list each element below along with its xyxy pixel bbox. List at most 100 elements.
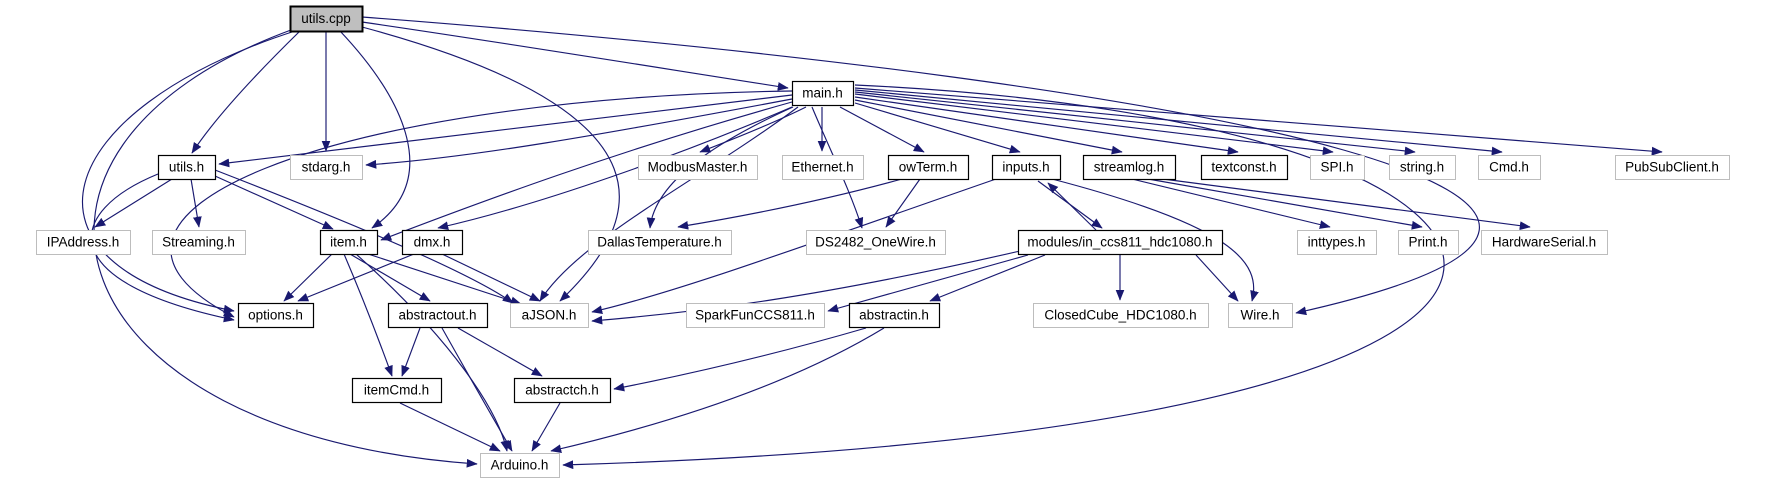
node-wire-h: Wire.h (1228, 303, 1293, 328)
node-box-streamlog-h[interactable] (1082, 154, 1177, 181)
edge-utils-cpp--ajson-h (361, 26, 620, 302)
edge-utils-cpp--wire-h (361, 16, 1480, 316)
node-box-inputs-h[interactable] (991, 154, 1062, 181)
node-abstractout-h[interactable]: abstractout.h (387, 302, 489, 329)
node-box-abstractin-h[interactable] (848, 302, 941, 329)
node-main-h[interactable]: main.h (791, 80, 855, 107)
node-arduino-h: Arduino.h (480, 453, 560, 478)
edge-utils-cpp--options-h (82, 30, 296, 314)
edge-utils-cpp--main-h (361, 21, 789, 91)
edge-utils-h--item-h (214, 175, 334, 230)
node-box-ethernet-h (782, 155, 864, 180)
node-streaming-h: Streaming.h (152, 230, 246, 255)
node-sparkfunccs811-h: SparkFunCCS811.h (686, 303, 825, 328)
edge-abstractout-h--itemcmd-h (401, 327, 421, 377)
node-label-closedcube-hdc1080-h: ClosedCube_HDC1080.h (1044, 308, 1196, 323)
node-box-ipaddress-h (36, 230, 131, 255)
edge-dmx-h--options-h (297, 253, 415, 302)
node-box-sparkfunccs811-h (686, 303, 825, 328)
node-utils-cpp: utils.cpp (289, 5, 364, 33)
node-box-wire-h (1228, 303, 1293, 328)
node-itemcmd-h[interactable]: itemCmd.h (351, 377, 443, 404)
node-label-owterm-h: owTerm.h (899, 160, 958, 175)
node-box-abstractch-h[interactable] (513, 377, 612, 404)
edge-main-h--textconst-h (854, 96, 1239, 155)
node-label-utils-h: utils.h (169, 160, 204, 175)
edge-main-h--cmd-h (854, 89, 1503, 156)
node-box-dmx-h[interactable] (401, 229, 464, 256)
node-streamlog-h[interactable]: streamlog.h (1082, 154, 1177, 181)
node-abstractin-h[interactable]: abstractin.h (848, 302, 941, 329)
node-box-spi-h (1310, 155, 1365, 180)
node-box-hardwareserial-h (1481, 230, 1608, 255)
node-label-arduino-h: Arduino.h (491, 458, 549, 473)
node-box-options-h[interactable] (237, 302, 315, 329)
node-box-closedcube-hdc1080-h (1033, 303, 1209, 328)
node-box-print-h (1398, 230, 1459, 255)
node-string-h: string.h (1389, 155, 1456, 180)
edge-utils-cpp--item-h (339, 30, 411, 229)
edge-streamlog-h--print-h (1147, 178, 1423, 230)
node-label-utils-cpp: utils.cpp (301, 11, 351, 26)
edge-main-h--spi-h (854, 93, 1334, 156)
node-label-abstractout-h: abstractout.h (398, 308, 476, 323)
node-abstractch-h[interactable]: abstractch.h (513, 377, 612, 404)
edge-abstractin-h--abstractch-h (613, 327, 867, 392)
node-label-print-h: Print.h (1408, 235, 1447, 250)
edge-dmx-h--ajson-h (441, 253, 541, 302)
edge-main-h--stdarg-h (365, 98, 793, 169)
edge-owterm-h--ds2482-onewire-h (885, 178, 921, 228)
node-box-modules-in-ccs811-hdc1080-h[interactable] (1017, 229, 1224, 256)
node-box-main-h[interactable] (791, 80, 855, 107)
node-label-ethernet-h: Ethernet.h (791, 160, 853, 175)
node-modbusmaster-h: ModbusMaster.h (638, 155, 758, 180)
edge-utils-cpp--arduino-h (93, 29, 478, 468)
edge-itemcmd-h--arduino-h (399, 402, 501, 452)
edge-item-h--itemcmd-h (343, 253, 393, 377)
node-item-h[interactable]: item.h (319, 229, 379, 256)
edge-modules-in-ccs811-hdc1080-h--wire-h (1195, 254, 1239, 302)
node-label-string-h: string.h (1400, 160, 1444, 175)
node-box-textconst-h[interactable] (1200, 154, 1289, 181)
edge-abstractin-h--arduino-h (550, 327, 885, 453)
edge-modules-in-ccs811-hdc1080-h--inputs-h (1047, 182, 1097, 231)
node-modules-in-ccs811-hdc1080-h[interactable]: modules/in_ccs811_hdc1080.h (1017, 229, 1224, 256)
edge-utils-cpp--utils-h (191, 30, 301, 154)
edge-main-h--arduino-h (562, 84, 1445, 470)
node-ethernet-h: Ethernet.h (782, 155, 864, 180)
node-box-ajson-h (510, 303, 589, 328)
node-box-abstractout-h[interactable] (387, 302, 489, 329)
edge-modules-in-ccs811-hdc1080-h--sparkfunccs811-h (827, 254, 1029, 313)
node-label-textconst-h: textconst.h (1211, 160, 1276, 175)
node-label-dmx-h: dmx.h (414, 235, 451, 250)
node-owterm-h[interactable]: owTerm.h (887, 154, 970, 181)
node-print-h: Print.h (1398, 230, 1459, 255)
node-box-utils-h[interactable] (157, 154, 217, 181)
node-box-inttypes-h (1297, 230, 1377, 255)
node-ipaddress-h: IPAddress.h (36, 230, 131, 255)
node-utils-h[interactable]: utils.h (157, 154, 217, 181)
node-inputs-h[interactable]: inputs.h (991, 154, 1062, 181)
node-box-item-h[interactable] (319, 229, 379, 256)
edge-abstractout-h--abstractch-h (457, 327, 543, 377)
node-options-h[interactable]: options.h (237, 302, 315, 329)
node-cmd-h: Cmd.h (1478, 155, 1541, 180)
edge-inputs-h--ajson-h (591, 178, 997, 314)
node-box-dallastemperature-h (588, 230, 732, 255)
node-box-itemcmd-h[interactable] (351, 377, 443, 404)
node-label-itemcmd-h: itemCmd.h (364, 383, 429, 398)
node-dmx-h[interactable]: dmx.h (401, 229, 464, 256)
edge-main-h--inputs-h (854, 102, 1021, 154)
node-ds2482-onewire-h: DS2482_OneWire.h (806, 230, 946, 255)
node-textconst-h[interactable]: textconst.h (1200, 154, 1289, 181)
edge-main-h--item-h (380, 101, 793, 241)
edge-main-h--owterm-h (839, 106, 925, 153)
node-box-arduino-h (480, 453, 560, 478)
node-box-streaming-h (152, 230, 246, 255)
node-label-sparkfunccs811-h: SparkFunCCS811.h (695, 308, 815, 323)
node-box-utils-cpp (289, 5, 364, 33)
edge-modules-in-ccs811-hdc1080-h--abstractin-h (929, 254, 1046, 302)
edge-main-h--modbusmaster-h (699, 106, 807, 153)
node-box-owterm-h[interactable] (887, 154, 970, 181)
